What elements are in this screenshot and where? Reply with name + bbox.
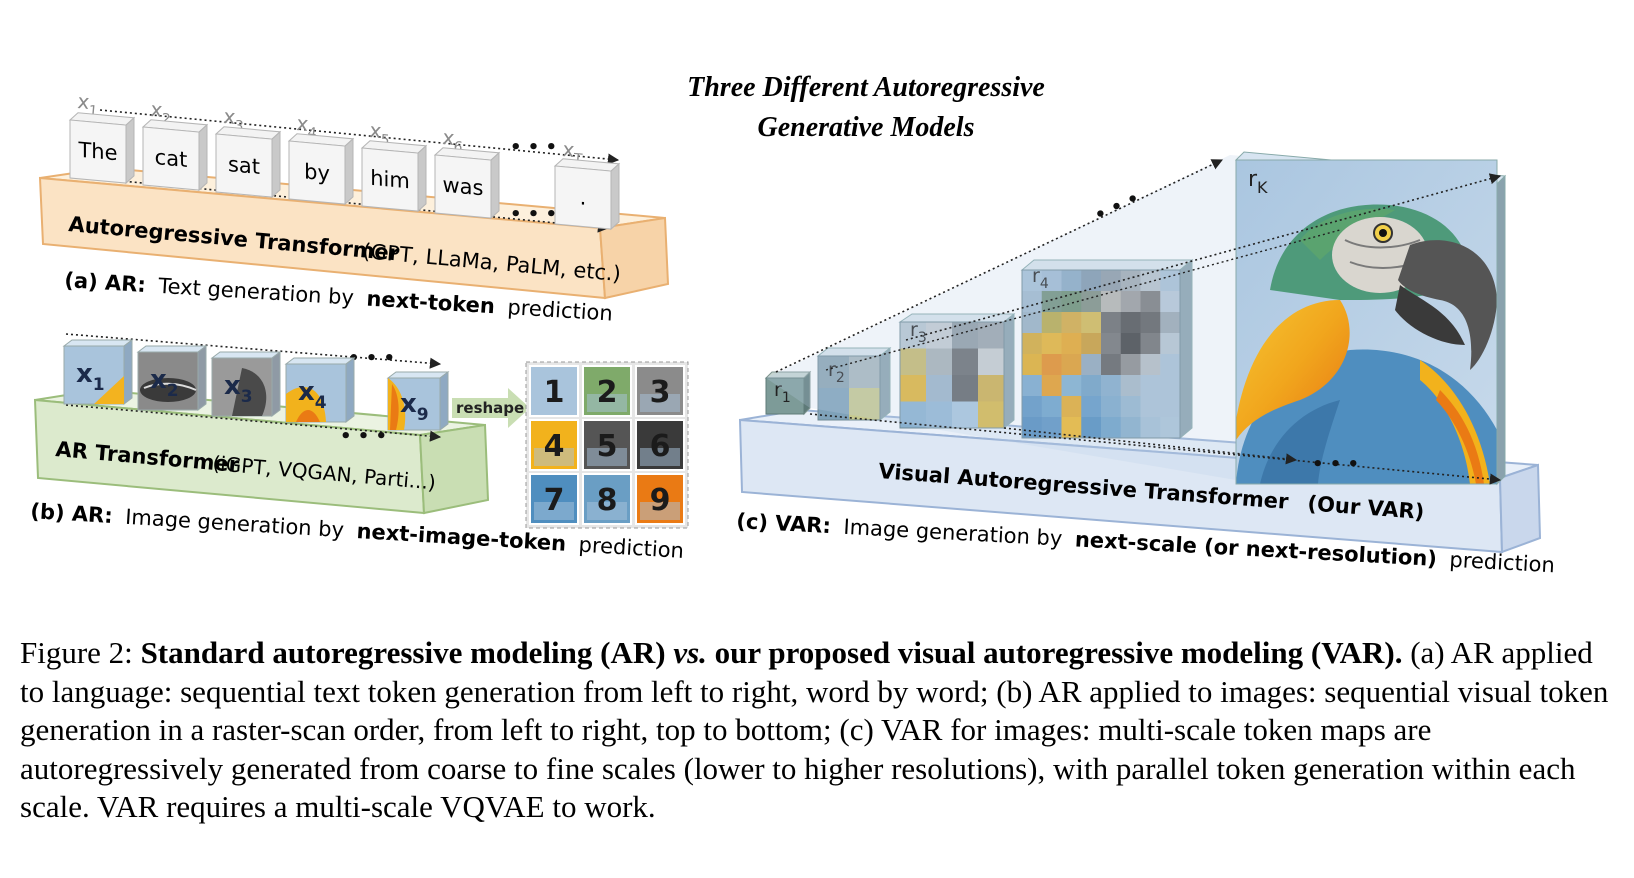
token-word-3: sat	[228, 151, 260, 179]
token-card-2: cat	[141, 119, 209, 192]
token-word-5: him	[370, 165, 410, 194]
grid-number-9: 9	[650, 483, 671, 518]
svg-text:xT: xT	[561, 137, 584, 168]
x-label-a1: x1	[76, 89, 99, 120]
caption-a: (a) AR: Text generation by next-token pr…	[64, 268, 614, 325]
token-card-5: him	[360, 140, 428, 213]
svg-text:x1: x1	[76, 89, 99, 120]
svg-text:x3: x3	[222, 104, 245, 135]
grid-cell-7: 7	[529, 473, 579, 525]
svg-text:x4: x4	[295, 111, 318, 142]
svg-text:x2: x2	[149, 97, 172, 128]
reshape-arrow	[452, 388, 530, 428]
var-figure: Three Different Autoregressive Generativ…	[30, 72, 1556, 577]
image-token-3: x3	[210, 351, 282, 417]
caption-label: Figure 2:	[20, 635, 133, 670]
token-word-7: .	[580, 184, 587, 210]
ellipsis-c-lower: • • •	[1312, 454, 1359, 475]
scale-map-r1: r1	[764, 370, 812, 416]
grid-number-6: 6	[650, 429, 671, 464]
token-word-1: The	[77, 137, 117, 166]
svg-text:x2: x2	[150, 365, 179, 401]
token-word-2: cat	[155, 144, 188, 172]
ellipsis-a-top: • • •	[510, 137, 557, 158]
grid-cell-2: 2	[582, 365, 632, 417]
token-word-4: by	[304, 158, 330, 185]
caption-vs: vs.	[673, 635, 707, 670]
image-token-4: x4	[284, 357, 356, 423]
panel-c: r1 r2 r3 r4	[736, 151, 1555, 577]
scale-map-r4: r4	[1020, 258, 1194, 440]
scale-map-rK: rK	[1234, 151, 1507, 486]
figure-title-line2: Generative Models	[758, 112, 975, 143]
scale-map-r2: r2	[816, 346, 892, 422]
grid-cell-3: 3	[635, 365, 685, 417]
token-card-1: The	[68, 112, 136, 185]
grid-number-3: 3	[650, 375, 671, 410]
caption-body: (a) AR applied to language: sequential t…	[20, 635, 1609, 824]
caption-bold-1: Standard autoregressive modeling (AR)	[140, 635, 666, 670]
x-label-a7: xT	[561, 137, 584, 168]
image-token-2: x2	[136, 345, 208, 411]
svg-text:r3: r3	[910, 319, 927, 346]
x-label-a3: x3	[222, 104, 245, 135]
grid-number-4: 4	[544, 429, 565, 464]
x-label-a5: x5	[368, 118, 391, 149]
svg-text:r2: r2	[828, 359, 845, 386]
figure-caption: Figure 2: Standard autoregressive modeli…	[20, 634, 1620, 827]
image-token-1: x1	[62, 339, 134, 405]
ar-transformer-box-side	[598, 216, 670, 300]
var-transformer-box-side	[1498, 463, 1542, 554]
token-word-6: was	[443, 172, 484, 201]
token-card-4: by	[287, 133, 355, 206]
x-label-a6: x6	[441, 125, 464, 156]
ellipsis-b-top: • • •	[348, 348, 395, 369]
svg-text:x9: x9	[400, 389, 429, 425]
token-card-3: sat	[214, 126, 282, 199]
panel-a: Autoregressive Transformer (GPT, LLaMa, …	[38, 89, 670, 326]
grid-cell-5: 5	[582, 419, 632, 471]
caption-bold-2: our proposed visual autoregressive model…	[714, 635, 1403, 670]
grid-number-5: 5	[597, 429, 618, 464]
grid-cell-8: 8	[582, 473, 632, 525]
grid-cell-6: 6	[635, 419, 685, 471]
panel-b: AR Transformer (iGPT, VQGAN, Parti...) •…	[30, 333, 689, 563]
reshape-label: reshape	[456, 399, 524, 417]
token-card-7: .	[553, 158, 621, 231]
scale-map-r3: r3	[898, 312, 1016, 430]
ellipsis-a-bottom: • • •	[510, 204, 557, 225]
ellipsis-b-bottom: • • •	[340, 426, 387, 447]
grid-number-2: 2	[597, 375, 618, 410]
grid-number-7: 7	[544, 483, 565, 518]
figure-title-line1: Three Different Autoregressive	[687, 72, 1045, 103]
grid-cell-4: 4	[529, 419, 579, 471]
image-token-9: x9	[386, 371, 450, 431]
x-label-a2: x2	[149, 97, 172, 128]
token-card-6: was	[433, 147, 501, 220]
grid-number-8: 8	[597, 483, 618, 518]
svg-text:rK: rK	[1248, 167, 1268, 197]
ar-image-transformer-box-side	[418, 423, 490, 515]
grid-number-1: 1	[544, 375, 565, 410]
svg-text:x4: x4	[298, 377, 327, 413]
svg-text:r1: r1	[774, 379, 791, 406]
svg-text:x1: x1	[76, 359, 105, 395]
svg-text:x3: x3	[224, 371, 253, 407]
grid-cell-9: 9	[635, 473, 685, 525]
grid-cell-1: 1	[529, 365, 579, 417]
svg-text:r4: r4	[1032, 265, 1049, 292]
svg-text:x6: x6	[441, 125, 464, 156]
x-label-a4: x4	[295, 111, 318, 142]
svg-text:x5: x5	[368, 118, 391, 149]
